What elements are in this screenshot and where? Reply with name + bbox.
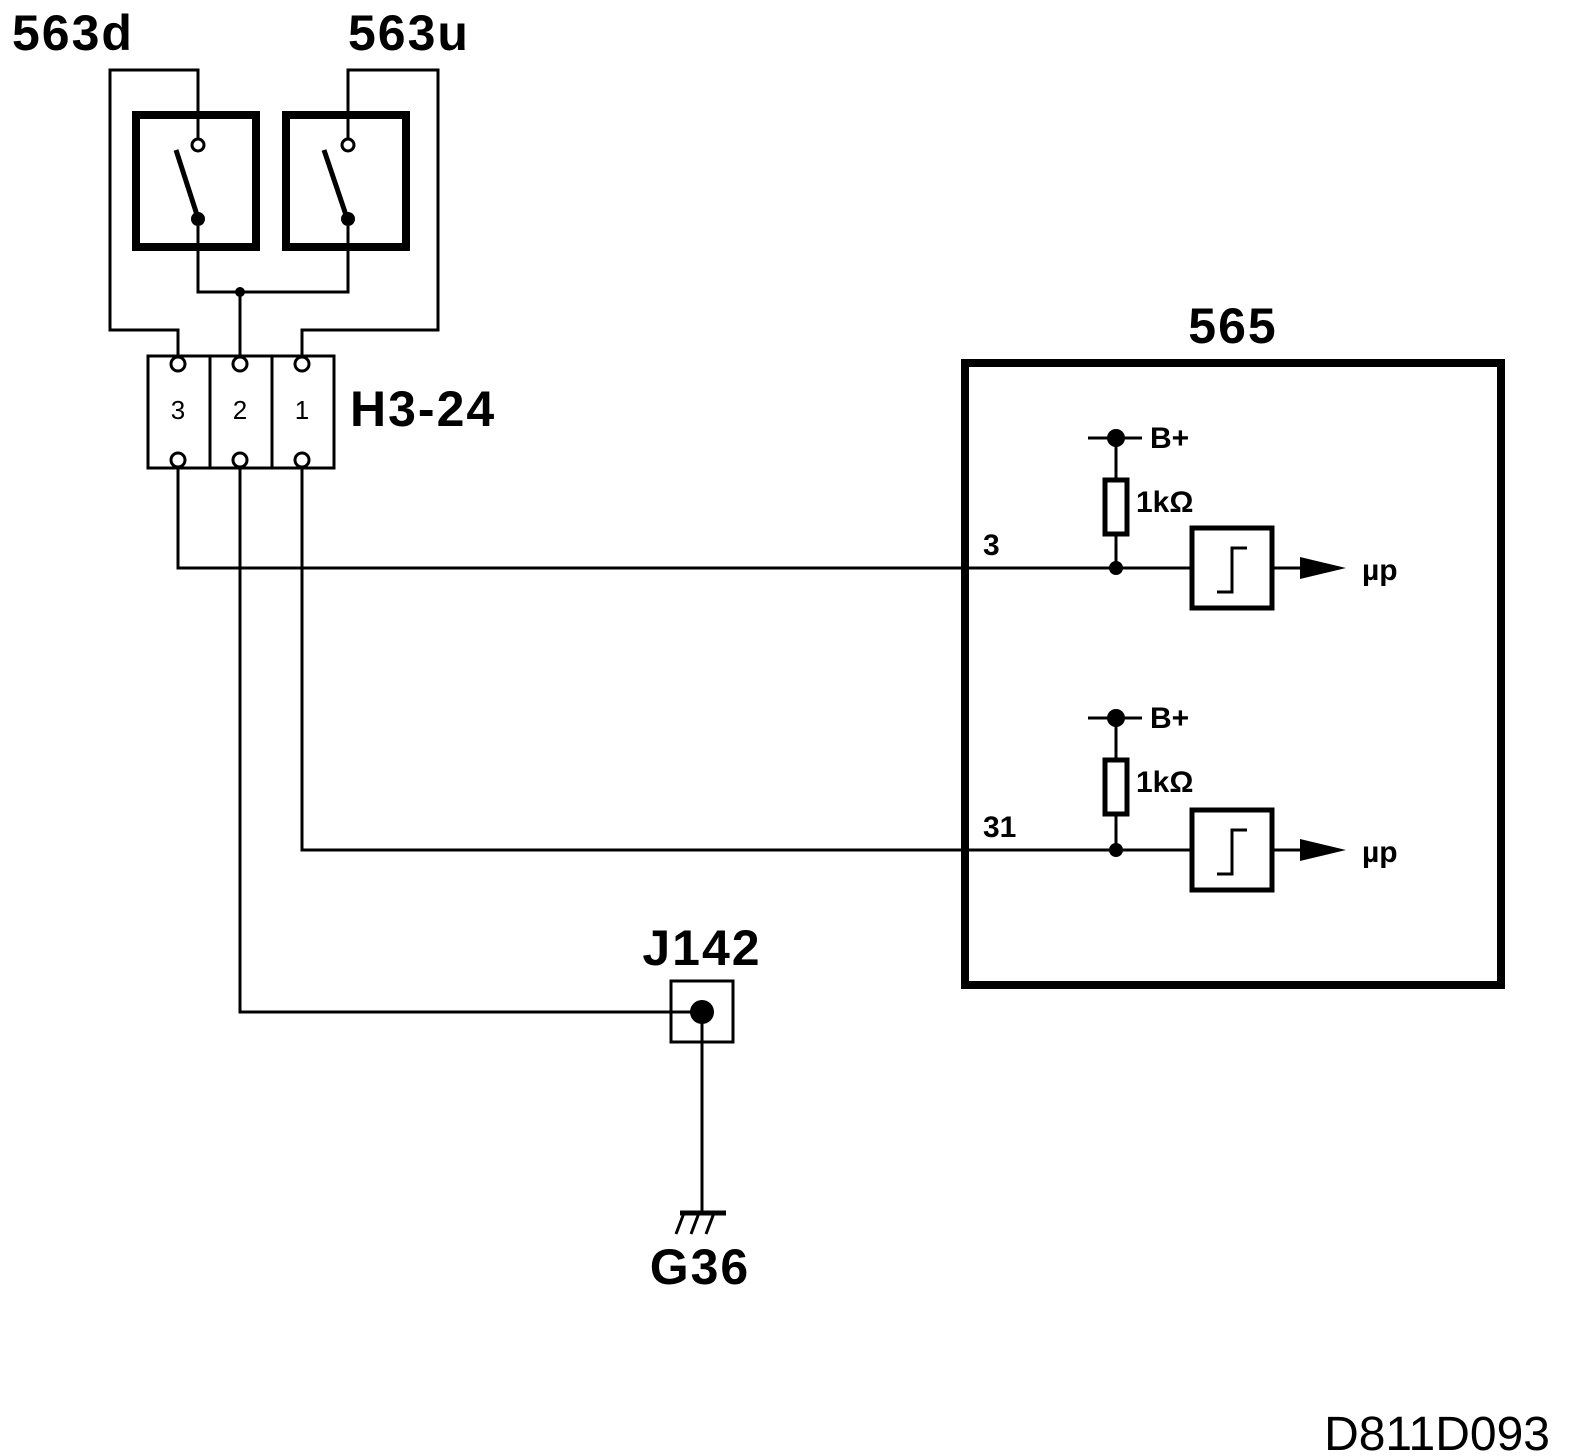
resistor-2 (1102, 757, 1130, 817)
switch-563u-label: 563u (348, 5, 470, 61)
ground-label: G36 (650, 1239, 751, 1295)
module-channel-1 (1088, 429, 1346, 611)
module-pin-31-label: 31 (983, 811, 1016, 844)
output-label-1: µp (1362, 554, 1398, 587)
supply-label-1: B+ (1150, 422, 1189, 455)
output-arrow-1 (1300, 557, 1346, 579)
switch-wiring (108, 68, 440, 356)
switch-563u (282, 111, 410, 251)
module-565-label: 565 (1188, 298, 1277, 354)
output-arrow-2 (1300, 839, 1346, 861)
connector-pin-3-label: 3 (171, 395, 185, 425)
supply-label-2: B+ (1150, 702, 1189, 735)
module-565-box (961, 359, 1505, 989)
connector-label: H3-24 (350, 381, 496, 437)
splice-j142 (669, 979, 735, 1213)
resistor-label-1: 1kΩ (1136, 486, 1193, 519)
switch-563d-label: 563d (12, 5, 134, 61)
module-channel-2 (1088, 709, 1346, 893)
harness-wires (176, 467, 1110, 1014)
connector-pin-2-label: 2 (233, 395, 247, 425)
connector-pin-1-label: 1 (295, 395, 309, 425)
ground-symbol (674, 1210, 726, 1235)
junction-dot (235, 287, 245, 297)
module-pin-3-label: 3 (983, 529, 1000, 562)
resistor-label-2: 1kΩ (1136, 766, 1193, 799)
drawing-code: D811D093 (1324, 1408, 1550, 1456)
resistor-1 (1102, 477, 1130, 537)
switch-563d (132, 111, 260, 251)
splice-label: J142 (642, 920, 761, 976)
output-label-2: µp (1362, 836, 1398, 869)
